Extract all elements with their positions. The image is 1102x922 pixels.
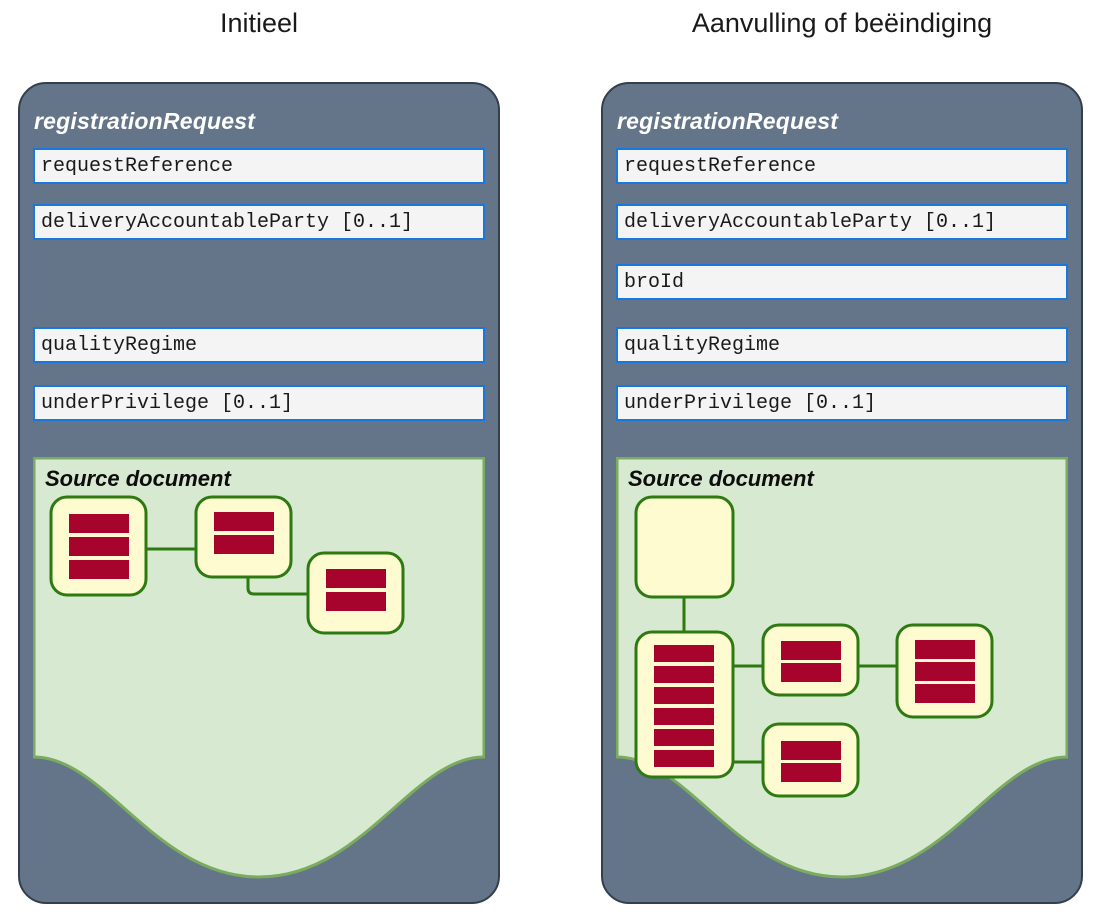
node-bar	[781, 763, 841, 782]
node-bar	[915, 662, 975, 681]
field-requestreference-left[interactable]: requestReference	[33, 148, 485, 184]
node-bar	[654, 645, 714, 662]
node-bar	[654, 729, 714, 746]
node-bar	[654, 708, 714, 725]
node-bar	[781, 641, 841, 660]
registration-request-card-right: registrationRequest requestReference del…	[601, 82, 1083, 904]
card-title-left: registrationRequest	[34, 108, 256, 134]
node-bar	[326, 592, 386, 611]
field-qualityregime-left[interactable]: qualityRegime	[33, 327, 485, 363]
node-bar	[654, 687, 714, 704]
graph-node-m4[interactable]	[761, 722, 860, 798]
node-bar	[654, 666, 714, 683]
field-underprivilege-right[interactable]: underPrivilege [0..1]	[616, 385, 1068, 421]
card-title-right: registrationRequest	[617, 108, 839, 134]
graph-node-m3[interactable]	[895, 623, 994, 719]
graph-node-n1[interactable]	[49, 495, 148, 597]
source-document-panel-left: Source document	[33, 457, 485, 902]
node-bar	[781, 663, 841, 682]
node-bar	[214, 512, 274, 531]
graph-node-n3[interactable]	[306, 551, 405, 635]
graph-node-n2[interactable]	[194, 495, 293, 579]
source-document-panel-right: Source document	[616, 457, 1068, 902]
edge-n2-n3	[246, 577, 308, 596]
registration-request-card-left: registrationRequest requestReference del…	[18, 82, 500, 904]
node-bar	[69, 560, 129, 579]
node-bar	[915, 640, 975, 659]
source-document-graph-left	[49, 495, 405, 635]
node-bar	[214, 535, 274, 554]
graph-node-m2[interactable]	[761, 623, 860, 697]
field-requestreference-right[interactable]: requestReference	[616, 148, 1068, 184]
node-bar	[326, 569, 386, 588]
field-deliveryaccountableparty-right[interactable]: deliveryAccountableParty [0..1]	[616, 204, 1068, 240]
graph-node-m1[interactable]	[634, 630, 735, 779]
node-bar	[781, 741, 841, 760]
source-document-title-right: Source document	[628, 466, 814, 491]
column-title-right: Aanvulling of beëindiging	[691, 8, 993, 38]
field-qualityregime-right[interactable]: qualityRegime	[616, 327, 1068, 363]
node-bar	[654, 750, 714, 767]
field-underprivilege-left[interactable]: underPrivilege [0..1]	[33, 385, 485, 421]
source-document-title-left: Source document	[45, 466, 231, 491]
node-bar	[915, 684, 975, 703]
field-deliveryaccountableparty-left[interactable]: deliveryAccountableParty [0..1]	[33, 204, 485, 240]
graph-node-m0[interactable]	[634, 495, 735, 599]
source-document-graph-right	[634, 495, 994, 798]
node-bar	[69, 514, 129, 533]
node-bar	[69, 537, 129, 556]
field-broid-right[interactable]: broId	[616, 264, 1068, 300]
column-title-left: Initieel	[219, 8, 299, 38]
